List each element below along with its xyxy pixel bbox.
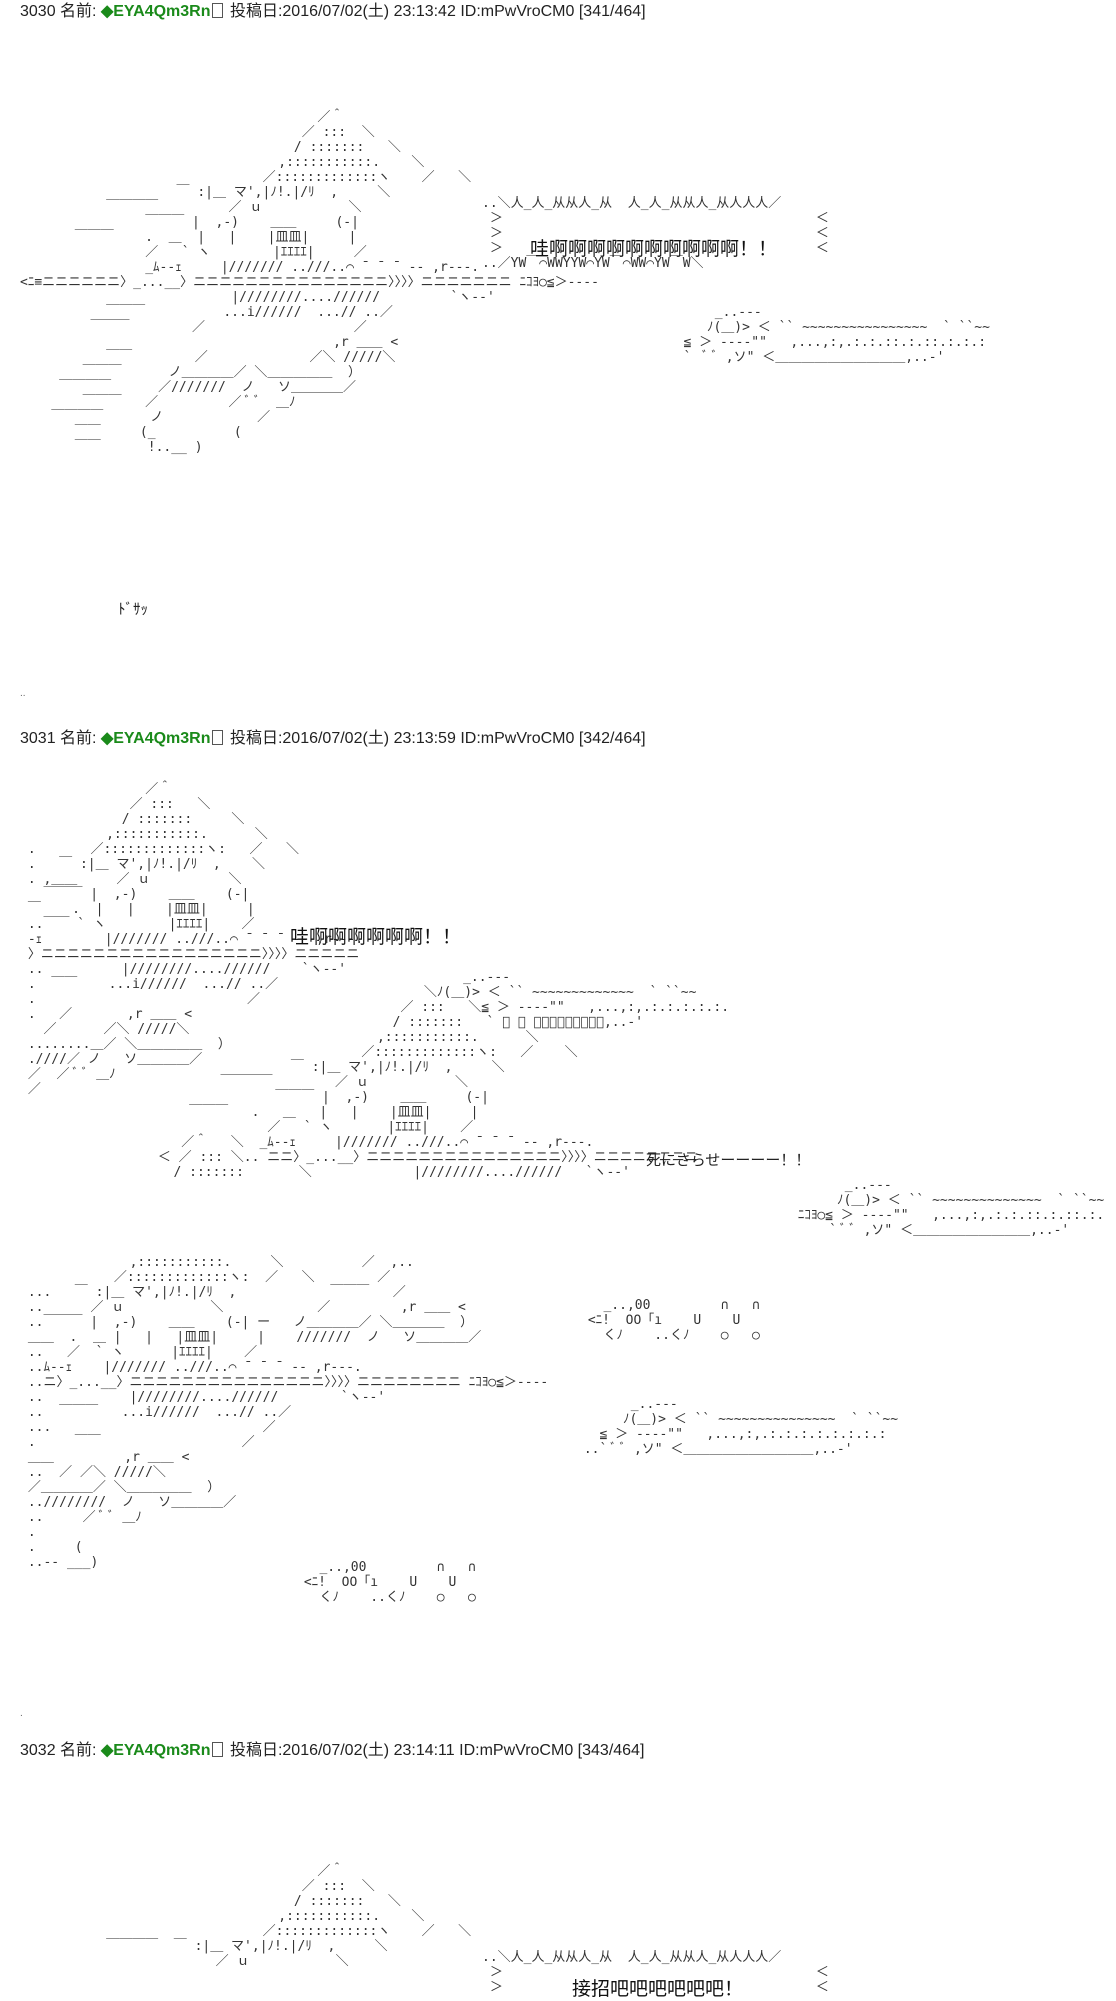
speech-bubble-top: ..＼人_人_从从人_从 人_人_从从人_从人人人／ ＞ ＜ ＞ ＜ ＞ ＜ .… [482, 196, 829, 271]
post-header: 3031 名前: ◆EYA4Qm3Rn 投稿日:2016/07/02(土) 23… [20, 724, 646, 748]
post-number: 3030 [20, 3, 56, 20]
poster-id[interactable]: ID:mPwVroCM0 [459, 1742, 574, 1759]
post-date: 2016/07/02(土) 23:14:11 [282, 1742, 455, 1759]
ascii-art-small-creatures: _..,00 ∩ ∩ <ﾆ! ΟΟ「ı U U くﾉ ..くﾉ ○ ○ [303, 1560, 477, 1605]
post-header: 3030 名前: ◆EYA4Qm3Rn 投稿日:2016/07/02(土) 23… [20, 0, 646, 21]
poster-id[interactable]: ID:mPwVroCM0 [460, 3, 575, 20]
name-label: 名前: [60, 730, 97, 747]
ascii-art-small-creatures: _..,00 ∩ ∩ <ﾆ! ΟΟ「ı U U くﾉ ..くﾉ ○ ○ [587, 1298, 761, 1343]
post-number: 3032 [20, 1742, 56, 1759]
unknown-glyph-icon [212, 730, 224, 745]
ascii-art-spear-tip: _..--- ﾉ(＿)> ＜ `` ~~~~~~~~~~~~~~ ` ``~~ … [797, 1178, 1105, 1238]
shout-text: 接招吧吧吧吧吧吧！ [572, 1978, 744, 2000]
name-label: 名前: [60, 3, 97, 20]
post-count: [342/464] [578, 730, 646, 747]
post-date: 2016/07/02(土) 23:13:59 [282, 730, 456, 747]
ascii-art-rider-middle: _..--- ＼ﾉ(＿)> ＜ `` ~~~~~~~~~~~~~ ` ``~~ … [157, 970, 730, 1180]
poster-id[interactable]: ID:mPwVroCM0 [460, 730, 575, 747]
sound-effect: ﾄﾞｻｯ [118, 600, 149, 618]
post-date: 2016/07/02(土) 23:13:42 [282, 3, 456, 20]
shout-text-secondary: 死にさらせーーーー！！ [646, 1151, 811, 1169]
name-label: 名前: [60, 1742, 97, 1759]
date-label: 投稿日: [229, 3, 283, 20]
shout-text: 哇啊啊啊啊啊啊啊啊啊啊！！ [530, 238, 778, 260]
ascii-art-spear-tip: _..--- ﾉ(＿)> ＜ `` ~~~~~~~~~~~~~~~~ ` ``~… [683, 305, 990, 365]
shout-text: 哇啊啊啊啊啊啊！！ [290, 926, 462, 948]
post-separator: . [20, 1708, 23, 1719]
post-separator: .. [20, 688, 26, 699]
date-label: 投稿日: [229, 730, 283, 747]
unknown-glyph-icon [212, 1742, 224, 1757]
unknown-glyph-icon [212, 3, 224, 18]
poster-trip[interactable]: ◆EYA4Qm3Rn [100, 730, 211, 747]
post-header: 3032 名前: ◆EYA4Qm3Rn 投稿日:2016/07/02(土) 23… [20, 1736, 644, 1760]
ascii-art-spear-tip: _..--- ﾉ(＿)> ＜ `` ~~~~~~~~~~~~~~~ ` ``~~… [583, 1397, 899, 1457]
post-count: [343/464] [577, 1742, 645, 1759]
speech-bubble-bottom: ..＼人_人_从从人_从 人_人_从从人_从人人人／ ＞ ＜ ＞ ＜ [482, 1950, 829, 1995]
poster-trip[interactable]: ◆EYA4Qm3Rn [100, 3, 211, 20]
ascii-art-rider: ／＾ ／ ::: ＼ / ::::::: ＼ ,:::::::::::. ＼ ／… [20, 110, 599, 455]
ascii-art-rider-lower: ,:::::::::::. ＼ ／ ,.. ／:::::::::::::ヽ: ／… [27, 1255, 549, 1570]
poster-trip[interactable]: ◆EYA4Qm3Rn [100, 1742, 211, 1759]
post-number: 3031 [20, 730, 56, 747]
ascii-art-rider-left: ／＾ ／ ::: ＼ / ::::::: ＼ ,:::::::::::. ＼ .… [27, 782, 364, 1097]
date-label: 投稿日: [229, 1742, 283, 1759]
post-count: [341/464] [578, 3, 646, 20]
ascii-art-rider-partial: ／＾ ／ ::: ＼ / ::::::: ＼ ,:::::::::::. ＼ ／… [106, 1864, 472, 1969]
